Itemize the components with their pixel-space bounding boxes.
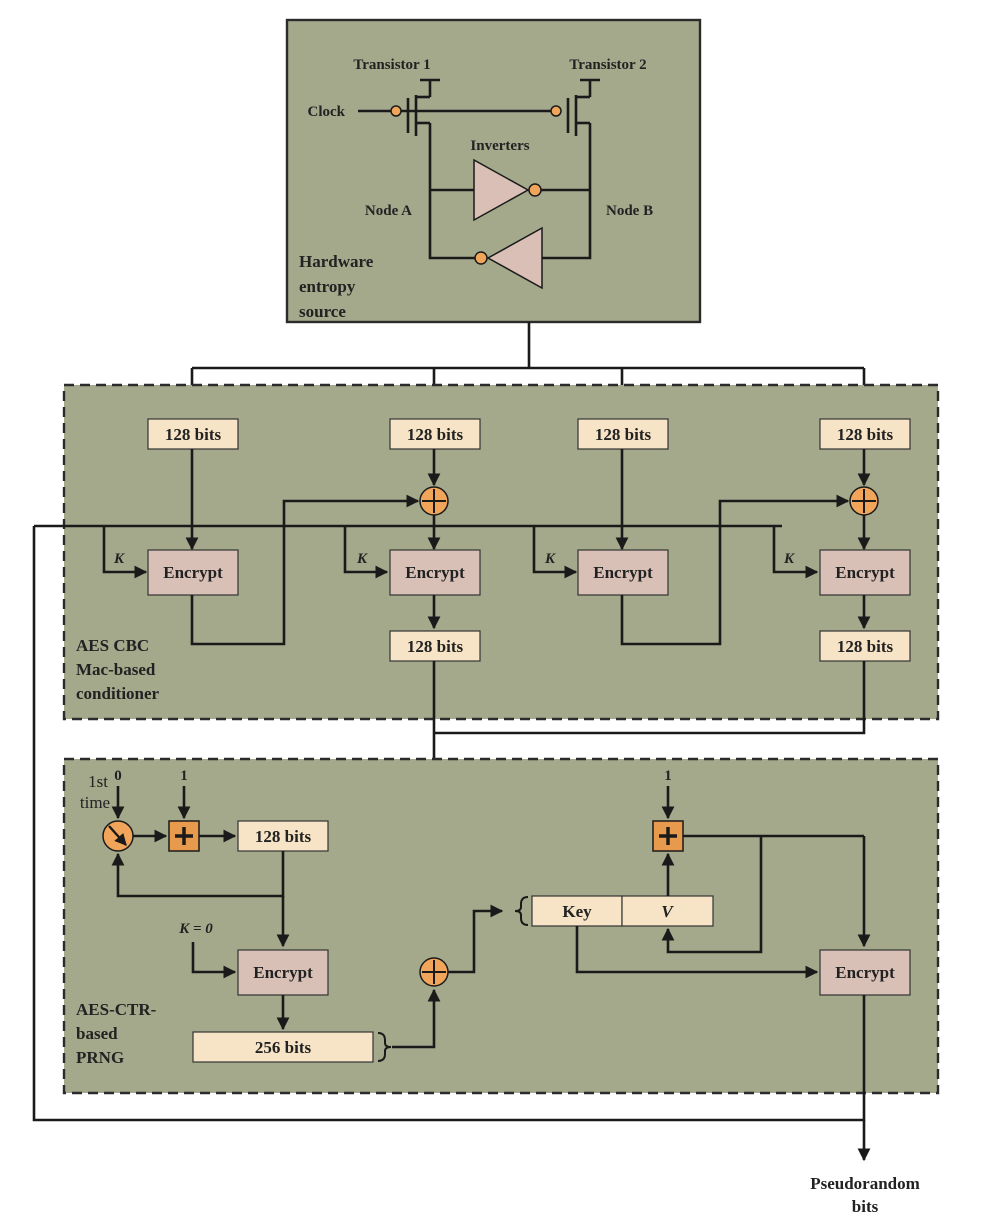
node-a-label: Node A (365, 203, 412, 219)
xor-icon (849, 486, 879, 516)
switch-icon (102, 820, 134, 852)
conditioner-output-1: 128 bits (389, 630, 481, 662)
xor-icon (419, 957, 449, 987)
one-input-label: 1 (180, 768, 188, 784)
svg-text:Encrypt: Encrypt (253, 963, 313, 982)
svg-text:128 bits: 128 bits (595, 425, 652, 444)
hardware-section-label-line1: Hardware (299, 252, 374, 271)
svg-text:128 bits: 128 bits (837, 637, 894, 656)
hardware-entropy-panel: Transistor 1 Transistor 2 Clock Inverter… (285, 18, 702, 324)
svg-text:256 bits: 256 bits (255, 1038, 312, 1057)
conditioner-input-4: 128 bits (819, 418, 911, 450)
conditioner-section-label-line3: conditioner (76, 684, 160, 703)
brace-icon (377, 1032, 392, 1062)
key-k-label-2: K (356, 551, 368, 567)
svg-text:Encrypt: Encrypt (163, 563, 223, 582)
conditioner-encrypt-4: Encrypt (819, 549, 911, 596)
svg-text:128 bits: 128 bits (837, 425, 894, 444)
svg-text:128 bits: 128 bits (407, 637, 464, 656)
conditioner-section-label-line2: Mac-based (76, 660, 156, 679)
prng-section-label-line2: based (76, 1024, 118, 1043)
clock-label: Clock (308, 104, 346, 120)
k-equals-zero-label: K = 0 (178, 921, 213, 937)
svg-text:128 bits: 128 bits (165, 425, 222, 444)
hardware-section-label-line3: source (299, 302, 346, 321)
prng-encrypt-2: Encrypt (819, 949, 911, 996)
inverter-top-icon (473, 158, 542, 222)
key-k-label-1: K (113, 551, 125, 567)
prng-section-label-line3: PRNG (76, 1048, 124, 1067)
zero-input-label: 0 (114, 768, 122, 784)
conditioner-encrypt-3: Encrypt (577, 549, 669, 596)
plus-box-icon (168, 820, 200, 852)
conditioner-input-2: 128 bits (389, 418, 481, 450)
prng-counter-box: 128 bits (237, 820, 329, 852)
transistor-1-label: Transistor 1 (353, 57, 430, 73)
inverter-bottom-icon (474, 226, 543, 290)
brace-icon (514, 896, 529, 926)
conditioner-input-1: 128 bits (147, 418, 239, 450)
key-k-label-4: K (783, 551, 795, 567)
aes-ctr-prng-panel: AES-CTR- based PRNG (62, 757, 940, 1095)
first-time-label-line1: 1st (88, 772, 108, 791)
svg-text:Encrypt: Encrypt (405, 563, 465, 582)
svg-text:128 bits: 128 bits (255, 827, 312, 846)
key-v-register: Key V (531, 895, 714, 927)
hardware-section-label-line2: entropy (299, 277, 356, 296)
svg-text:128 bits: 128 bits (407, 425, 464, 444)
conditioner-section-label-line1: AES CBC (76, 636, 149, 655)
prng-section-label-line1: AES-CTR- (76, 1000, 157, 1019)
prng-256-bits-box: 256 bits (192, 1031, 374, 1063)
xor-icon (419, 486, 449, 516)
one-right-input-label: 1 (664, 768, 672, 784)
v-label: V (661, 902, 674, 921)
conditioner-encrypt-2: Encrypt (389, 549, 481, 596)
first-time-label-line2: time (80, 793, 110, 812)
conditioner-encrypt-1: Encrypt (147, 549, 239, 596)
pseudorandom-output-label-line2: bits (852, 1197, 879, 1216)
plus-box-icon (652, 820, 684, 852)
conditioner-output-2: 128 bits (819, 630, 911, 662)
prng-encrypt-1: Encrypt (237, 949, 329, 996)
key-label: Key (562, 902, 592, 921)
node-b-label: Node B (606, 203, 653, 219)
inverters-label: Inverters (470, 138, 529, 154)
pseudorandom-output-label-line1: Pseudorandom (810, 1174, 920, 1193)
svg-text:Encrypt: Encrypt (835, 963, 895, 982)
key-k-label-3: K (544, 551, 556, 567)
transistor-2-label: Transistor 2 (569, 57, 646, 73)
svg-text:Encrypt: Encrypt (835, 563, 895, 582)
transistor-2-icon (550, 78, 600, 136)
svg-text:Encrypt: Encrypt (593, 563, 653, 582)
conditioner-input-3: 128 bits (577, 418, 669, 450)
